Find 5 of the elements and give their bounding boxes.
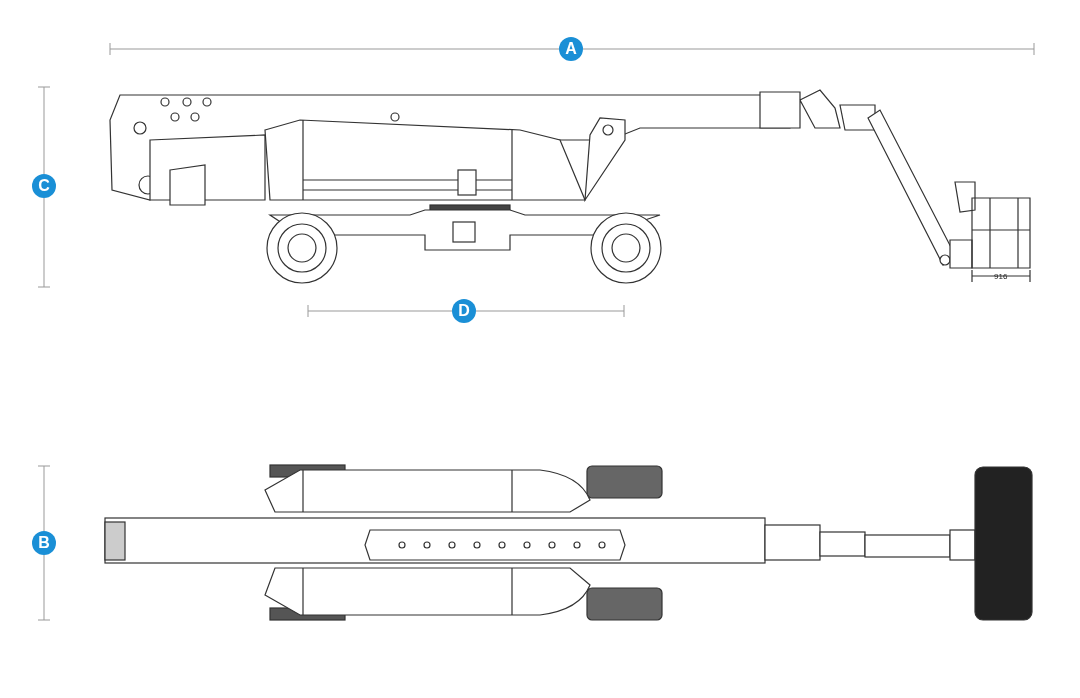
dimension-value: 916 [994,272,1008,281]
dimension-letter: C [32,174,56,198]
dimension-letter: B [32,531,56,555]
dimension-letter: D [452,299,476,323]
dimension-letter: A [559,37,583,61]
